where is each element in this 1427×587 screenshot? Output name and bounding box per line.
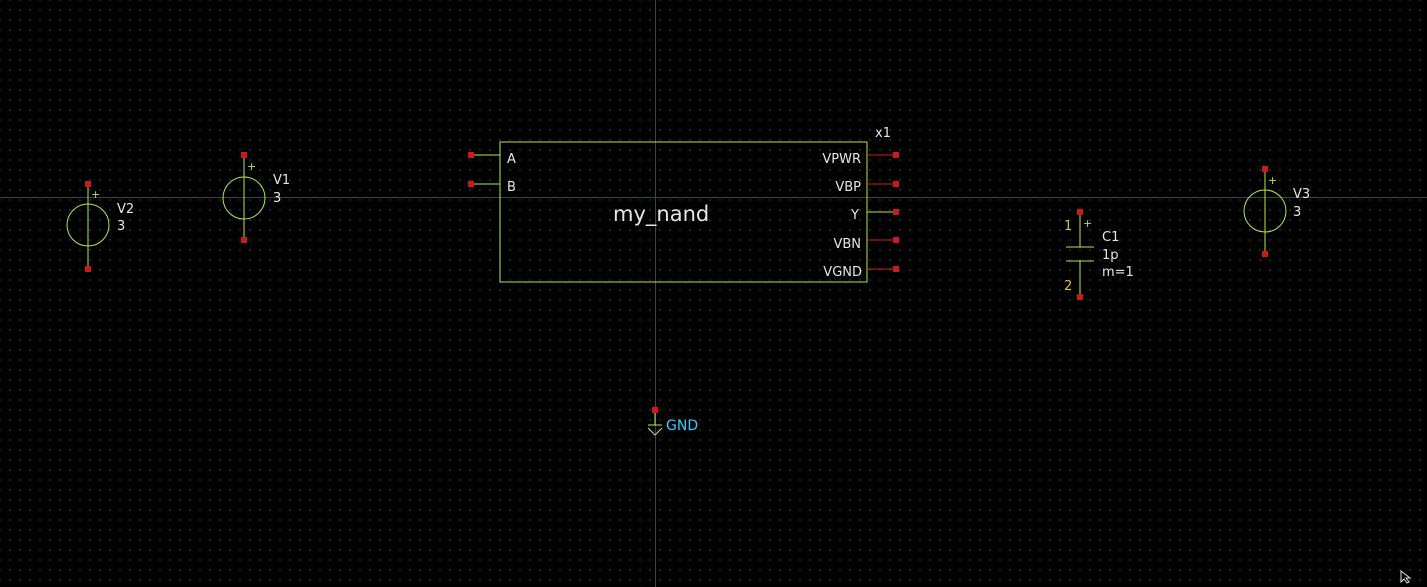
pin-vbn-terminal — [893, 237, 899, 243]
v3-value: 3 — [1293, 205, 1302, 220]
svg-text:+: + — [91, 188, 100, 201]
pin-y-terminal — [893, 209, 899, 215]
c1-pin1-number: 1 — [1064, 219, 1073, 234]
pin-vgnd-terminal — [893, 266, 899, 272]
pin-label-vpwr: VPWR — [822, 152, 861, 167]
v3-source-symbol: + — [1243, 166, 1287, 257]
svg-text:+: + — [1268, 174, 1277, 187]
v1-source-symbol: + — [222, 152, 266, 243]
pin-label-vbp: VBP — [835, 180, 861, 195]
mouse-pointer-icon — [1400, 570, 1412, 584]
nand-instance-name: x1 — [875, 126, 891, 141]
origin-axis-vertical — [655, 0, 656, 587]
pin-label-vgnd: VGND — [823, 265, 862, 280]
pin-b-terminal — [468, 181, 474, 187]
origin-axis-horizontal — [0, 197, 1427, 198]
gnd-symbol — [647, 407, 663, 436]
c1-value: 1p — [1102, 248, 1119, 263]
pin-vbp-terminal — [893, 181, 899, 187]
pin-label-vbn: VBN — [833, 237, 861, 252]
c1-capacitor-symbol: + — [1066, 209, 1094, 300]
v2-value: 3 — [117, 219, 126, 234]
c1-name: C1 — [1102, 230, 1120, 245]
c1-pin2-number: 2 — [1064, 279, 1073, 294]
v2-source-symbol: + — [66, 181, 110, 272]
v2-name: V2 — [117, 202, 135, 217]
c1-multiplier: m=1 — [1102, 265, 1134, 280]
pin-a-terminal — [468, 152, 474, 158]
pin-vpwr-terminal — [893, 152, 899, 158]
svg-text:+: + — [1083, 217, 1092, 230]
svg-text:+: + — [247, 160, 256, 173]
nand-symbol-name: my_nand — [613, 202, 710, 226]
pin-label-a: A — [507, 152, 516, 167]
v3-name: V3 — [1293, 187, 1311, 202]
pin-label-y: Y — [851, 208, 859, 223]
v1-value: 3 — [273, 191, 282, 206]
gnd-net-label: GND — [666, 418, 699, 434]
v1-name: V1 — [273, 173, 291, 188]
pin-label-b: B — [507, 180, 516, 195]
